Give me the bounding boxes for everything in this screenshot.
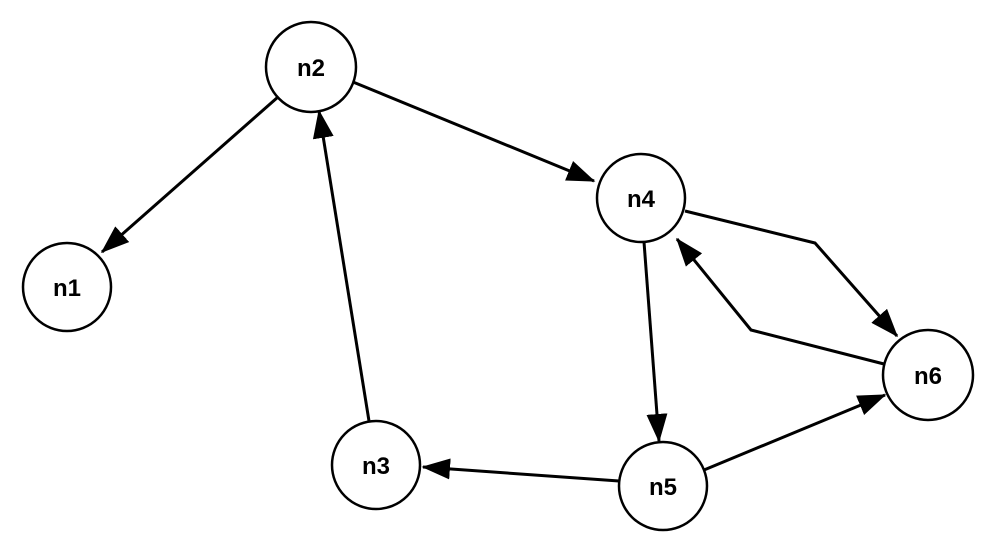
node-label-n1: n1 xyxy=(53,275,81,302)
node-n5[interactable]: n5 xyxy=(617,440,709,532)
node-circle-n1[interactable] xyxy=(21,241,113,333)
node-circle-n2[interactable] xyxy=(264,20,358,114)
node-n4[interactable]: n4 xyxy=(595,152,687,244)
node-circle-n3[interactable] xyxy=(330,419,422,511)
node-label-n5: n5 xyxy=(649,474,677,501)
edge-n5-n6[interactable] xyxy=(703,393,887,472)
node-circle-n6[interactable] xyxy=(881,328,975,422)
edge-n3-n2[interactable] xyxy=(312,109,371,422)
node-n6[interactable]: n6 xyxy=(881,328,975,422)
edge-n4-n6[interactable] xyxy=(684,209,899,338)
node-label-n3: n3 xyxy=(362,453,390,480)
node-n3[interactable]: n3 xyxy=(330,419,422,511)
node-label-n6: n6 xyxy=(914,363,942,390)
edges-layer xyxy=(100,80,899,483)
edge-n2-n4[interactable] xyxy=(352,80,596,183)
nodes-layer: n1 n2 n3 n4 n5 n6 xyxy=(21,20,975,532)
node-label-n4: n4 xyxy=(627,186,656,213)
node-label-n2: n2 xyxy=(297,55,325,82)
node-n2[interactable]: n2 xyxy=(264,20,358,114)
edge-n2-n1[interactable] xyxy=(100,95,279,254)
node-circle-n5[interactable] xyxy=(617,440,709,532)
edge-n6-n4[interactable] xyxy=(675,237,885,366)
edge-n4-n5[interactable] xyxy=(642,241,668,443)
node-n1[interactable]: n1 xyxy=(21,241,113,333)
node-circle-n4[interactable] xyxy=(595,152,687,244)
edge-n5-n3[interactable] xyxy=(421,458,620,483)
